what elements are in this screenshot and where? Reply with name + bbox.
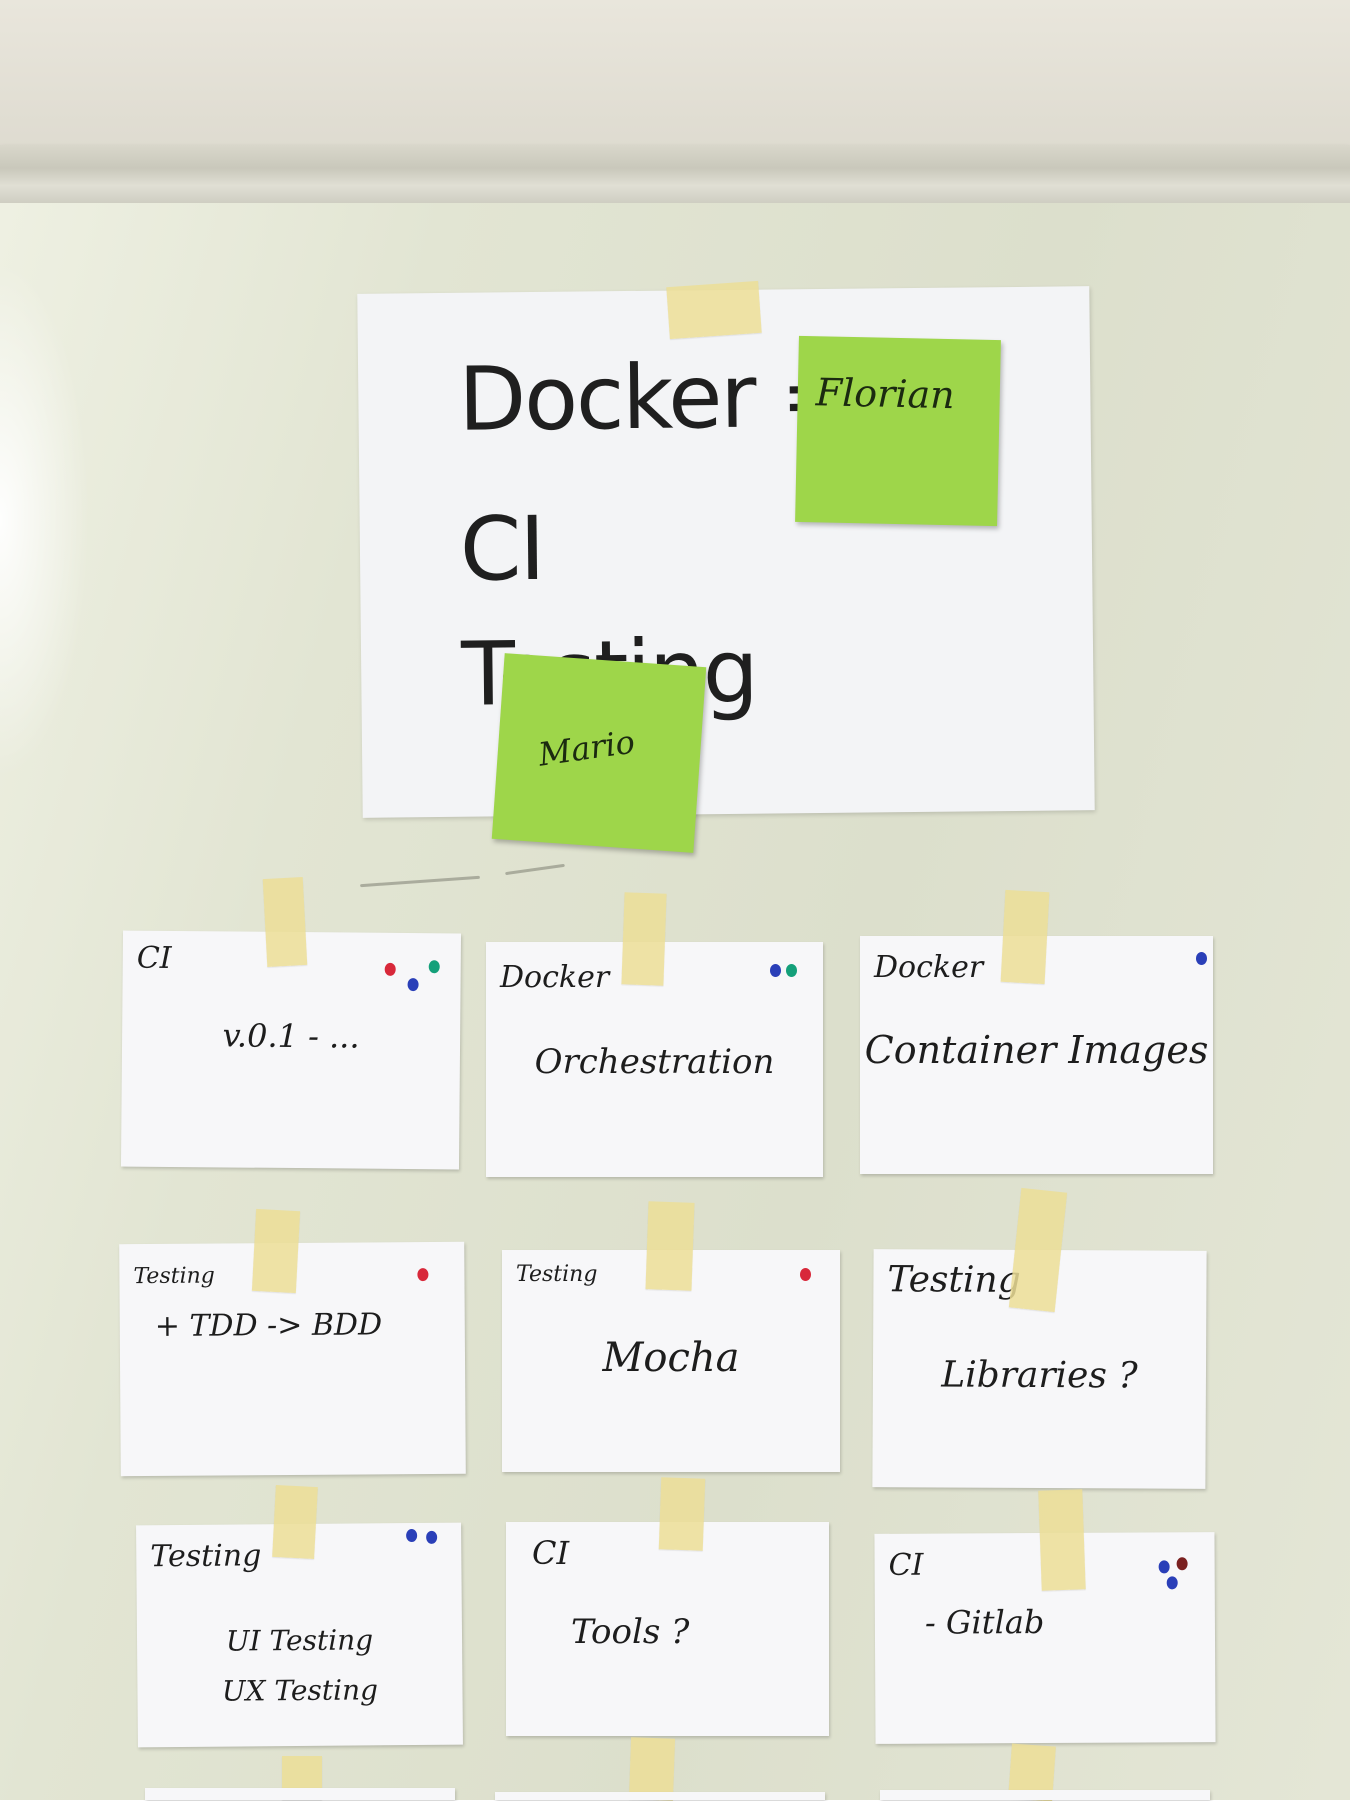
card-text: Tools ? (571, 1612, 690, 1652)
voting-dot (417, 1268, 429, 1282)
wall (0, 0, 1350, 150)
card-tag: CI (532, 1534, 570, 1572)
light-glare (0, 260, 90, 780)
card-text: - Gitlab (924, 1603, 1045, 1642)
topic-card-edge (880, 1790, 1210, 1800)
voting-dot (428, 960, 440, 974)
voting-dot (800, 1268, 811, 1281)
sticky-note-mario: Mario (491, 653, 707, 853)
card-tag: Docker (500, 960, 610, 995)
tape-strip (1038, 1489, 1086, 1591)
sticky-name: Mario (536, 722, 638, 774)
tape-strip (1000, 889, 1050, 985)
voting-dot (786, 964, 797, 977)
topic-card: CI Tools ? (506, 1522, 829, 1736)
card-text: + TDD -> BDD (154, 1307, 383, 1344)
whiteboard-rail (0, 145, 1350, 203)
voting-dot (426, 1530, 438, 1544)
voting-dot (1166, 1576, 1178, 1590)
tape-strip (658, 1477, 706, 1551)
card-tag: Testing (887, 1259, 1021, 1301)
card-tag: Docker (874, 950, 984, 985)
tape-strip (262, 877, 308, 967)
card-tag: Testing (150, 1538, 262, 1575)
voting-dot (406, 1528, 418, 1543)
tape-strip (666, 280, 762, 340)
voting-dot (1196, 952, 1207, 965)
tape-strip (251, 1208, 301, 1294)
voting-dot (770, 964, 781, 977)
sticky-note-florian: Florian (795, 335, 1001, 527)
card-text: UI Testing (225, 1623, 374, 1658)
card-tag: Testing (133, 1263, 215, 1290)
card-tag: CI (136, 940, 172, 976)
card-text: Orchestration (534, 1042, 775, 1082)
card-tag: CI (888, 1547, 924, 1583)
voting-dot (384, 962, 396, 976)
card-text: Mocha (602, 1335, 740, 1381)
sticky-name: Florian (815, 370, 956, 418)
card-text: Container Images (864, 1028, 1209, 1072)
tape-strip (645, 1201, 695, 1291)
poster-line-ci: CI (459, 496, 544, 601)
tape-strip (272, 1484, 318, 1560)
poster-line-docker: Docker = (457, 343, 853, 451)
card-text: Libraries ? (941, 1354, 1138, 1397)
voting-dot (1158, 1560, 1170, 1574)
card-tag: Testing (516, 1262, 598, 1287)
topic-card-edge (145, 1788, 455, 1800)
voting-dot (1176, 1557, 1188, 1571)
topic-card: CI v.0.1 - ... (120, 930, 462, 1170)
card-text: UX Testing (221, 1673, 379, 1708)
card-text: v.0.1 - ... (222, 1016, 360, 1056)
topic-card-edge (495, 1792, 825, 1800)
voting-dot (407, 978, 419, 992)
tape-strip (621, 892, 667, 986)
